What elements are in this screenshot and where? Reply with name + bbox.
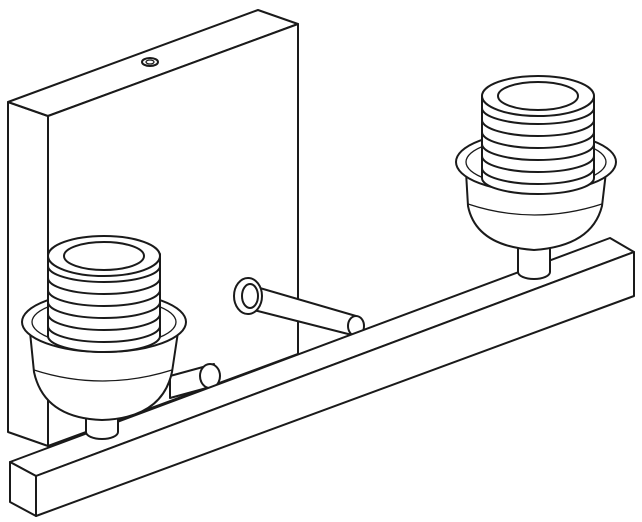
- cross-bar: [9, 237, 635, 517]
- right-socket: [455, 75, 617, 280]
- left-socket: [21, 235, 187, 440]
- bar-end: [9, 461, 37, 517]
- left-arm: [169, 363, 221, 399]
- left-socket-cup: [29, 331, 179, 421]
- backplate-side: [7, 101, 49, 447]
- backplate-mount-hole: [141, 57, 159, 67]
- center-arm: [233, 277, 365, 337]
